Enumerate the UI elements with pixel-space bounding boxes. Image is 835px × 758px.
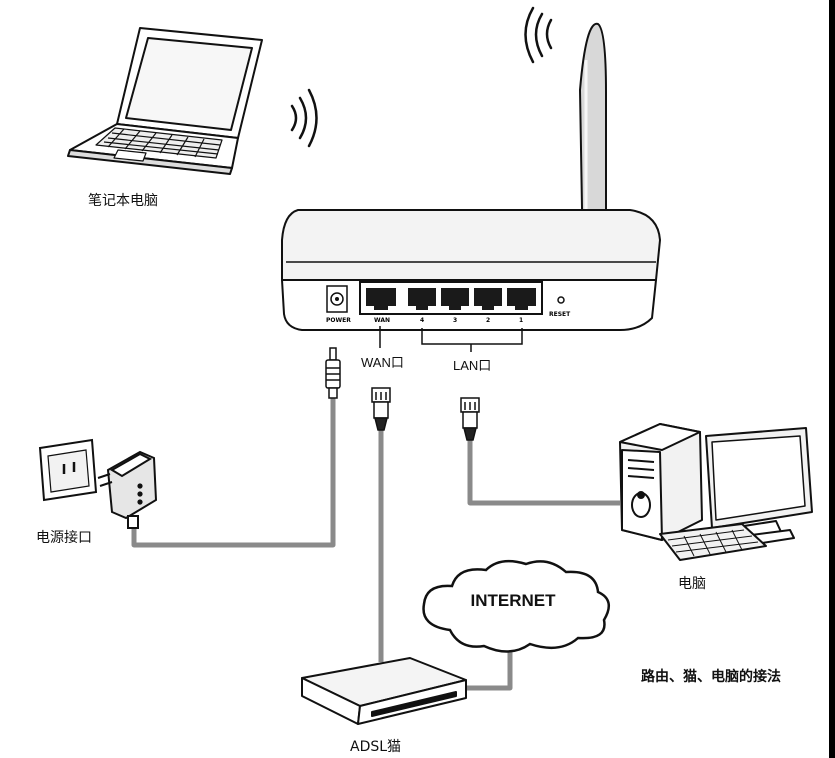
- power-outlet-label: 电源接口: [36, 530, 92, 546]
- wan-rj45-plug-icon: [371, 387, 391, 431]
- port-callouts: [379, 326, 523, 352]
- adsl-modem-icon: [301, 657, 467, 725]
- reset-hole: [557, 296, 565, 304]
- internet-label: INTERNET: [471, 591, 557, 610]
- lan-port-1-socket: [507, 288, 536, 310]
- laptop-label: 笔记本电脑: [88, 193, 158, 209]
- panel-lan4-label: 4: [420, 317, 424, 324]
- lan-port-3-socket: [441, 288, 469, 310]
- panel-reset-label: RESET: [549, 311, 571, 318]
- wall-socket-icon: [38, 438, 98, 502]
- panel-wan-label: WAN: [374, 317, 390, 324]
- right-border: [829, 0, 835, 758]
- lan-port-2-socket: [474, 288, 502, 310]
- desktop-pc-icon: [619, 423, 813, 561]
- internet-cloud-icon: [422, 559, 611, 653]
- laptop-wifi-icon: [290, 88, 318, 148]
- power-adapter-icon: [97, 450, 158, 529]
- diagram-caption: 路由、猫、电脑的接法: [641, 669, 781, 685]
- lan-rj45-plug-icon: [460, 397, 480, 441]
- ethernet-ports: [366, 288, 536, 310]
- panel-lan3-label: 3: [453, 317, 457, 324]
- power-jack: [326, 285, 348, 313]
- adsl-modem-label: ADSL猫: [350, 739, 402, 755]
- pc-label: 电脑: [678, 576, 706, 592]
- panel-power-label: POWER: [326, 317, 351, 324]
- wan-port-label: WAN口: [361, 355, 404, 370]
- panel-lan2-label: 2: [486, 317, 490, 324]
- lan-port-4-socket: [408, 288, 436, 310]
- lan-port-label: LAN口: [453, 358, 491, 373]
- laptop-icon: [67, 27, 263, 175]
- wan-port-socket: [366, 288, 396, 310]
- panel-lan1-label: 1: [519, 317, 523, 324]
- dc-plug-icon: [325, 347, 341, 399]
- router-wifi-icon: [524, 6, 553, 64]
- cables: [131, 398, 620, 691]
